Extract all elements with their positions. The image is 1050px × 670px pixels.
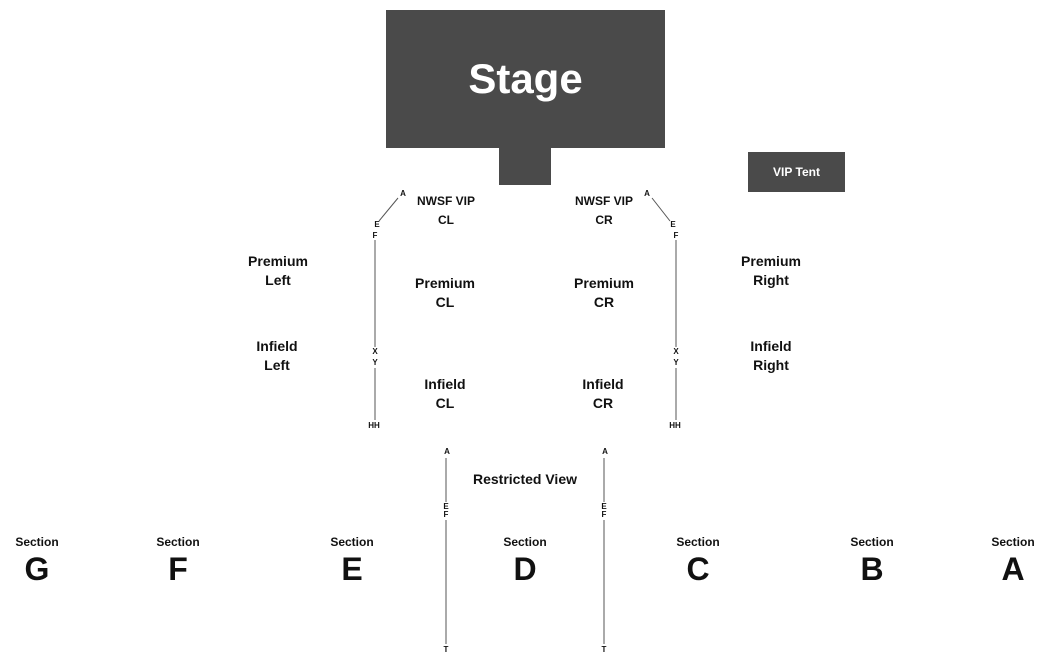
stage-label: Stage [468, 55, 583, 102]
section-g-word: Section [15, 535, 59, 549]
stage-extension [499, 148, 551, 185]
section-nwsf-vip-cl-line2: CL [438, 213, 454, 227]
section-e-letter: E [341, 551, 363, 587]
stage[interactable]: Stage [386, 10, 665, 148]
section-restricted-view-label: Restricted View [472, 471, 577, 487]
section-restricted-view[interactable]: Restricted View [455, 470, 595, 489]
row-marker-aisle-right-f: F [601, 510, 607, 519]
section-e-word: Section [330, 535, 374, 549]
section-infield-right-line2: Right [753, 357, 789, 373]
section-premium-left-line1: Premium [248, 253, 308, 269]
section-premium-cl-line1: Premium [415, 275, 475, 291]
row-marker-right-f: F [673, 231, 679, 240]
section-f-letter: F [168, 551, 188, 587]
section-infield-left[interactable]: Infield Left [232, 337, 322, 375]
row-marker-aisle-left-a: A [444, 447, 450, 456]
section-infield-cr[interactable]: Infield CR [558, 375, 648, 413]
row-marker-aisle-right-t: T [601, 645, 607, 654]
row-marker-aisle-left-e: E [443, 502, 449, 511]
section-nwsf-vip-cr-line2: CR [595, 213, 613, 227]
section-d-letter: D [513, 551, 537, 587]
section-premium-left-line2: Left [265, 272, 291, 288]
vip-tent[interactable]: VIP Tent [748, 152, 845, 192]
row-marker-right-hh: HH [669, 421, 681, 430]
section-a[interactable]: Section A [973, 535, 1050, 589]
section-premium-cr-line1: Premium [574, 275, 634, 291]
row-marker-left-a: A [400, 189, 406, 198]
row-marker-left-hh: HH [368, 421, 380, 430]
section-e[interactable]: Section E [312, 535, 392, 589]
section-nwsf-vip-cl[interactable]: NWSF VIP CL [406, 192, 486, 230]
section-g[interactable]: Section G [0, 535, 77, 589]
row-marker-left-y: Y [372, 358, 378, 367]
section-d-word: Section [503, 535, 547, 549]
section-nwsf-vip-cr[interactable]: NWSF VIP CR [564, 192, 644, 230]
row-marker-aisle-left-f: F [443, 510, 449, 519]
row-marker-right-x: X [673, 347, 679, 356]
section-infield-cl-line2: CL [435, 395, 455, 411]
left-diagonal-line [378, 197, 399, 222]
section-c-letter: C [686, 551, 710, 587]
section-infield-cr-line1: Infield [582, 376, 624, 392]
section-f[interactable]: Section F [138, 535, 218, 589]
section-c[interactable]: Section C [658, 535, 738, 589]
section-infield-right[interactable]: Infield Right [726, 337, 816, 375]
row-marker-left-f: F [372, 231, 378, 240]
section-b[interactable]: Section B [832, 535, 912, 589]
row-marker-aisle-right-a: A [602, 447, 608, 456]
vip-tent-label: VIP Tent [773, 165, 820, 179]
section-premium-right-line1: Premium [741, 253, 801, 269]
section-g-letter: G [24, 551, 50, 587]
section-infield-cl[interactable]: Infield CL [400, 375, 490, 413]
section-infield-left-line2: Left [264, 357, 290, 373]
section-premium-cl[interactable]: Premium CL [400, 274, 490, 312]
row-marker-right-y: Y [673, 358, 679, 367]
section-b-word: Section [850, 535, 894, 549]
section-premium-cr-line2: CR [593, 294, 615, 310]
section-nwsf-vip-cr-line1: NWSF VIP [574, 194, 633, 208]
section-infield-left-line1: Infield [256, 338, 298, 354]
row-marker-right-a: A [644, 189, 650, 198]
section-a-word: Section [991, 535, 1035, 549]
section-premium-left[interactable]: Premium Left [233, 252, 323, 290]
section-b-letter: B [860, 551, 884, 587]
section-f-word: Section [156, 535, 200, 549]
section-premium-cr[interactable]: Premium CR [559, 274, 649, 312]
section-premium-right-line2: Right [753, 272, 789, 288]
section-infield-cr-line2: CR [592, 395, 614, 411]
section-infield-right-line1: Infield [750, 338, 792, 354]
section-premium-cl-line2: CL [435, 294, 455, 310]
section-c-word: Section [676, 535, 720, 549]
section-premium-right[interactable]: Premium Right [726, 252, 816, 290]
row-marker-aisle-right-e: E [601, 502, 607, 511]
row-marker-aisle-left-t: T [443, 645, 449, 654]
section-nwsf-vip-cl-line1: NWSF VIP [416, 194, 475, 208]
row-marker-left-x: X [372, 347, 378, 356]
row-marker-left-e: E [374, 220, 380, 229]
right-diagonal-line [651, 197, 671, 222]
row-marker-right-e: E [670, 220, 676, 229]
section-infield-cl-line1: Infield [424, 376, 466, 392]
section-a-letter: A [1001, 551, 1025, 587]
section-d[interactable]: Section D [485, 535, 565, 589]
